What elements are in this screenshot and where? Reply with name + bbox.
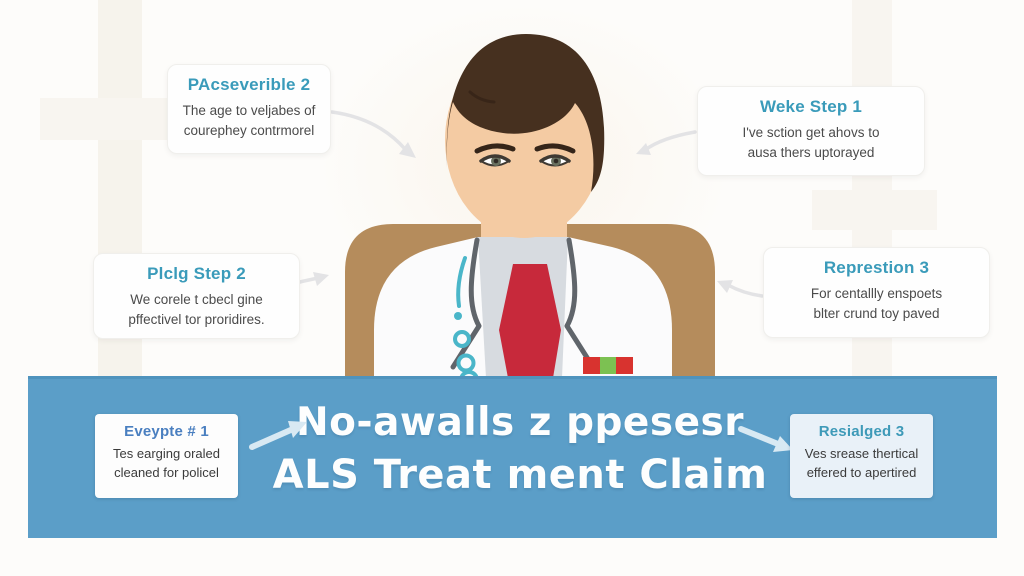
callout-text-line: ausa thers uptorayed (747, 145, 875, 160)
coat-lapel-right (564, 237, 596, 370)
callout-title: PAcseverible 2 (187, 75, 311, 94)
hair-curl (468, 90, 496, 104)
arrow-top-left-icon (330, 110, 407, 151)
callout-text-line: For centallly enspoets (810, 286, 943, 301)
arrowhead-mid-left-icon (313, 272, 329, 286)
arrowhead-mid-right-icon (717, 280, 733, 293)
background-band-horizontal-left (40, 98, 190, 140)
eyebrow-right (534, 143, 576, 154)
arrowhead-top-right-icon (636, 143, 651, 155)
banner-box-text-line: Tes earging oraled (113, 446, 220, 461)
callout-text-line: blter crund toy paved (813, 306, 940, 321)
callout-mid-right: Represtion 3 For centallly enspoets blte… (763, 247, 990, 338)
callout-top-right: Weke Step 1 I've sction get ahovs to aus… (697, 86, 925, 176)
callout-text-line: I've sction get ahovs to (742, 125, 880, 140)
eyes (479, 154, 571, 167)
background-band-horizontal-right (812, 190, 937, 230)
banner-step-box-left: Eveypte # 1 Tes earging oraled cleaned f… (95, 414, 238, 498)
banner-step-box-right: Resialged 3 Ves srease thertical effered… (790, 414, 933, 498)
arrow-top-right-icon (643, 130, 697, 152)
coat-lapel-left (450, 237, 482, 370)
callout-top-left: PAcseverible 2 The age to veljabes of co… (167, 64, 331, 154)
callout-text-line: courephey contrmorel (183, 123, 315, 138)
banner-box-title: Eveypte # 1 (124, 423, 209, 440)
banner-headline-line1: No-awalls z ppesesr (296, 400, 744, 445)
doctor-hair (446, 34, 605, 192)
banner-headline: No-awalls z ppesesr ALS Treat ment Claim (270, 398, 770, 502)
callout-title: Plclg Step 2 (147, 264, 246, 283)
banner-box-title: Resialged 3 (818, 423, 905, 440)
callout-title: Weke Step 1 (759, 97, 863, 116)
callout-title: Represtion 3 (823, 258, 930, 277)
arrowhead-top-left-icon (399, 142, 416, 158)
banner-box-text-line: Ves srease thertical (804, 446, 919, 461)
callout-mid-left: Plclg Step 2 We corele t cbecl gine pffe… (93, 253, 300, 339)
banner-box-text-line: effered to apertired (806, 465, 917, 480)
callout-text-line: The age to veljabes of (182, 103, 316, 118)
banner-headline-line2: ALS Treat ment Claim (272, 452, 768, 498)
callout-text-line: pffectivel tor proridires. (128, 312, 265, 327)
doctor-tie (499, 264, 561, 378)
badge-icon (583, 357, 633, 374)
callout-text-line: We corele t cbecl gine (130, 292, 263, 307)
eyebrow-left (474, 143, 516, 154)
banner-box-text-line: cleaned for policel (114, 465, 219, 480)
arrow-mid-right-icon (726, 283, 764, 298)
